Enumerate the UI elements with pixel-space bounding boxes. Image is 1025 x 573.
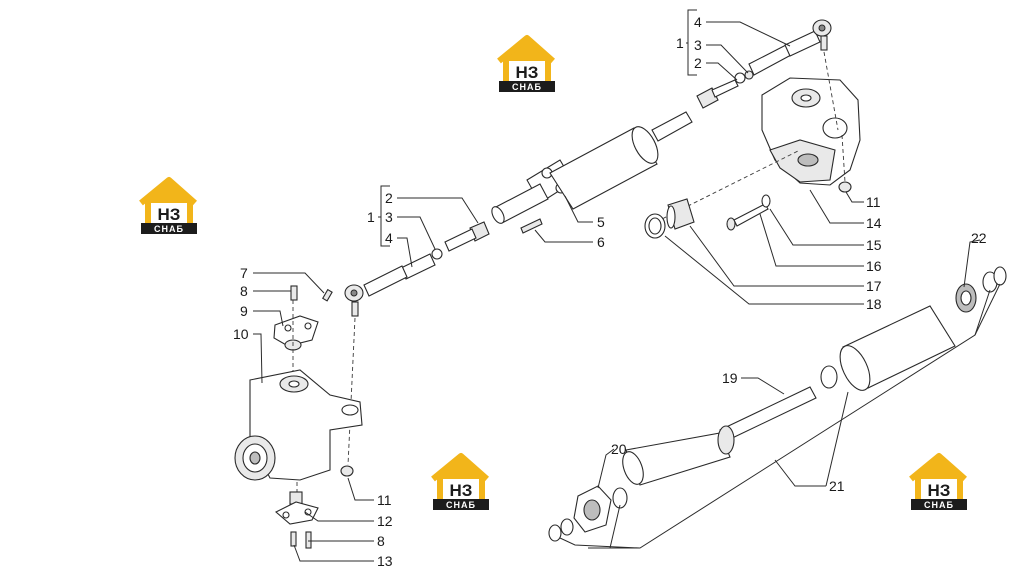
callout-label: 19 xyxy=(722,370,738,386)
logo-initials: НЗ xyxy=(516,63,539,82)
callout-label: 6 xyxy=(597,234,605,250)
callout-label: 22 xyxy=(971,230,987,246)
callout-label: 15 xyxy=(866,237,882,253)
brand-logo: НЗ СНАБ xyxy=(139,177,197,234)
callout-label: 11 xyxy=(866,194,881,210)
logo-word: СНАБ xyxy=(154,224,184,234)
callout-label: 9 xyxy=(240,303,248,319)
steering-knuckle-right xyxy=(761,77,861,193)
callout-label: 3 xyxy=(694,37,702,53)
callout-labels: 4 1 3 2 2 1 3 4 5 6 7 8 9 10 11 12 8 13 … xyxy=(233,14,987,569)
brand-logo: НЗ СНАБ xyxy=(431,453,489,510)
callout-label: 16 xyxy=(866,258,882,274)
ball-joint xyxy=(275,491,319,525)
callout-label: 4 xyxy=(694,14,702,30)
drive-shaft-housing xyxy=(622,266,1007,486)
callout-label: 1 xyxy=(676,35,684,51)
brand-logo: НЗ СНАБ xyxy=(497,35,555,92)
flange xyxy=(548,485,628,542)
leader-lines xyxy=(253,9,1001,562)
callout-label: 7 xyxy=(240,265,248,281)
logo-word: СНАБ xyxy=(512,82,542,92)
callout-label: 11 xyxy=(377,492,392,508)
callout-label: 1 xyxy=(367,209,375,225)
callout-label: 12 xyxy=(377,513,393,529)
callout-label: 21 xyxy=(829,478,845,494)
callout-label: 2 xyxy=(385,190,393,206)
bushing xyxy=(644,198,695,239)
callout-label: 14 xyxy=(866,215,882,231)
callout-label: 2 xyxy=(694,55,702,71)
callout-label: 3 xyxy=(385,209,393,225)
callout-label: 10 xyxy=(233,326,249,342)
logo-initials: НЗ xyxy=(158,205,181,224)
logo-initials: НЗ xyxy=(928,481,951,500)
callout-label: 8 xyxy=(377,533,385,549)
logo-word: СНАБ xyxy=(924,500,954,510)
tie-rod-left xyxy=(344,221,490,317)
callout-label: 13 xyxy=(377,553,393,569)
callout-label: 20 xyxy=(611,441,627,457)
bracket xyxy=(273,315,319,351)
logo-word: СНАБ xyxy=(446,500,476,510)
tie-rod-upper xyxy=(696,19,832,109)
pivot-bolt xyxy=(726,194,771,231)
callout-label: 5 xyxy=(597,214,605,230)
callout-label: 17 xyxy=(866,278,882,294)
callout-label: 4 xyxy=(385,230,393,246)
brand-logo: НЗ СНАБ xyxy=(909,453,967,510)
logo-initials: НЗ xyxy=(450,481,473,500)
steering-knuckle-left xyxy=(234,369,363,481)
bolt xyxy=(290,285,333,549)
steering-cylinder xyxy=(491,111,693,234)
callout-label: 18 xyxy=(866,296,882,312)
callout-label: 8 xyxy=(240,283,248,299)
